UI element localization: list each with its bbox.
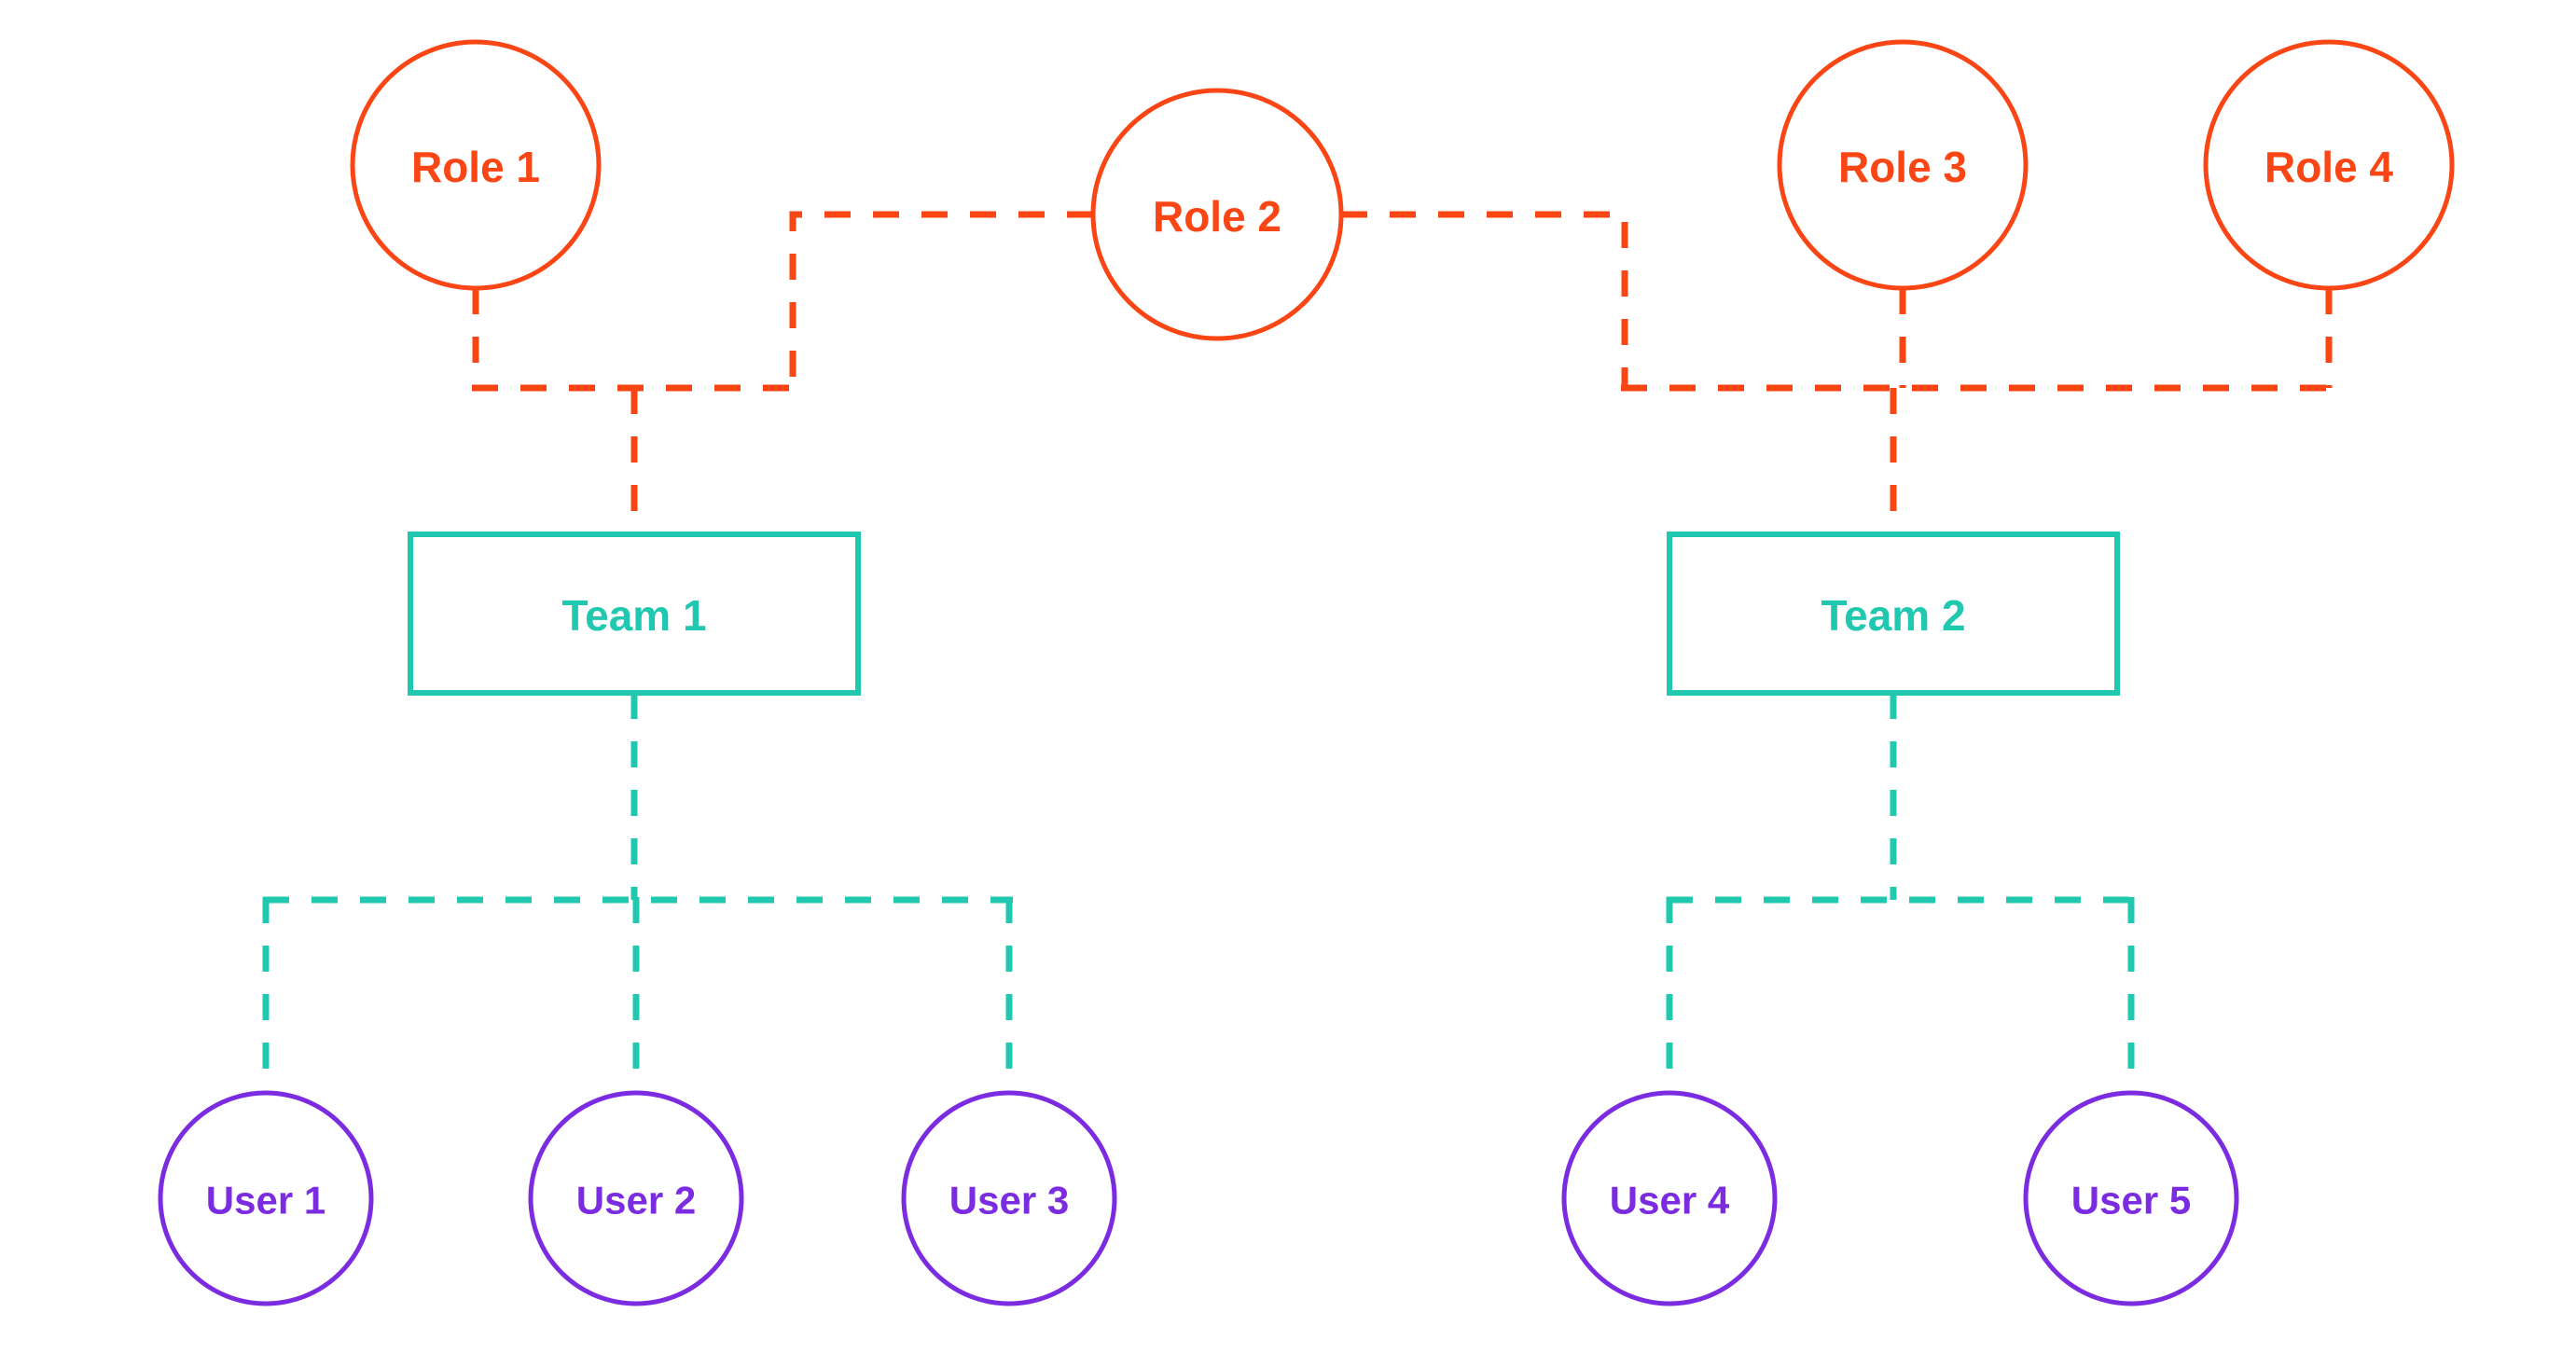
node-user-1[interactable]: User 1: [158, 1090, 374, 1306]
user-4-label: User 4: [1610, 1179, 1730, 1223]
role-4-label: Role 4: [2264, 143, 2393, 191]
user-3-circle[interactable]: [901, 1090, 1117, 1306]
user-2-label: User 2: [576, 1179, 696, 1223]
team-to-user-edges: [262, 693, 2135, 1093]
node-role-4[interactable]: Role 4: [2203, 39, 2455, 291]
team-2-box[interactable]: [1667, 532, 2120, 696]
node-role-1[interactable]: Role 1: [350, 39, 602, 291]
role-1-label: Role 1: [411, 143, 540, 191]
team-2-label: Team 2: [1821, 591, 1965, 640]
role-to-team-edges: [472, 211, 2333, 534]
role-3-circle[interactable]: [1777, 39, 2029, 291]
edge-role2-to-team1[interactable]: [789, 211, 1093, 391]
role-3-label: Role 3: [1838, 143, 1967, 191]
user-3-label: User 3: [949, 1179, 1069, 1223]
user-nodes: User 1 User 2 User 3 User 4 User 5: [158, 1090, 2239, 1306]
node-role-2[interactable]: Role 2: [1090, 88, 1344, 341]
node-team-2[interactable]: Team 2: [1667, 532, 2120, 696]
user-5-circle[interactable]: [2023, 1090, 2239, 1306]
node-user-4[interactable]: User 4: [1561, 1090, 1778, 1306]
node-user-5[interactable]: User 5: [2023, 1090, 2239, 1306]
edge-role2-to-team2[interactable]: [1341, 211, 1628, 391]
team-1-label: Team 1: [561, 591, 706, 640]
node-user-2[interactable]: User 2: [528, 1090, 744, 1306]
role-nodes: Role 1 Role 2 Role 3 Role 4: [350, 39, 2455, 341]
node-user-3[interactable]: User 3: [901, 1090, 1117, 1306]
role-1-circle[interactable]: [350, 39, 602, 291]
user-2-circle[interactable]: [528, 1090, 744, 1306]
user-5-label: User 5: [2071, 1179, 2191, 1223]
role-2-label: Role 2: [1153, 192, 1281, 241]
role-4-circle[interactable]: [2203, 39, 2455, 291]
role-2-circle[interactable]: [1090, 88, 1344, 341]
user-4-circle[interactable]: [1561, 1090, 1778, 1306]
user-1-circle[interactable]: [158, 1090, 374, 1306]
user-1-label: User 1: [206, 1179, 325, 1223]
team-1-box[interactable]: [408, 532, 861, 696]
node-team-1[interactable]: Team 1: [408, 532, 861, 696]
team-nodes: Team 1 Team 2: [408, 532, 2120, 696]
node-role-3[interactable]: Role 3: [1777, 39, 2029, 291]
